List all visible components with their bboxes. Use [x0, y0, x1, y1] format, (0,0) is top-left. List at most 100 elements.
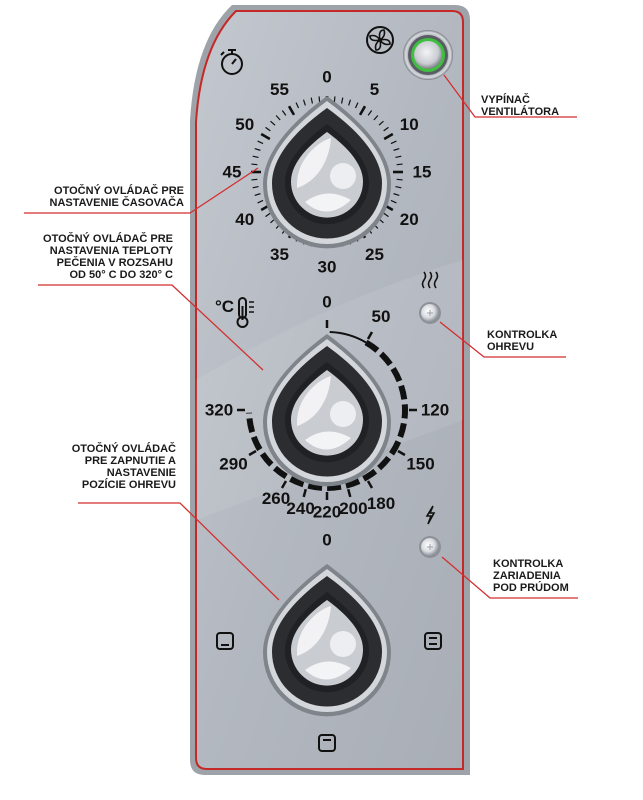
timer-tick	[390, 199, 397, 204]
temperature-knob[interactable]	[263, 334, 391, 487]
callout-line-power-lamp	[441, 556, 578, 599]
heating-lamp-label: KONTROLKA OHREVU	[487, 329, 558, 353]
timer-dial-label: 40	[235, 210, 254, 229]
callout-line-heating-lamp	[439, 321, 566, 358]
temperature-dial-label: 0	[322, 293, 331, 312]
timer-dial-label: 35	[270, 245, 289, 264]
timer-tick	[396, 178, 403, 181]
timer-tick	[252, 185, 259, 189]
timer-dial-label: 20	[400, 210, 419, 229]
timer-tick	[318, 96, 321, 103]
timer-tick	[348, 99, 352, 106]
thermometer-icon: °C	[215, 297, 254, 328]
timer-tick	[257, 140, 264, 145]
temperature-tick	[248, 449, 257, 457]
timer-tick	[383, 126, 389, 132]
fan-icon	[366, 26, 394, 54]
temperature-dial-label: 320	[205, 401, 233, 420]
timer-dial-label: 45	[223, 163, 242, 182]
top-heat-icon	[318, 734, 336, 752]
timer-dial-label: 25	[365, 245, 384, 264]
temperature-tick	[302, 488, 307, 498]
temperature-tick	[397, 449, 406, 457]
timer-tick	[367, 110, 373, 116]
callout-line-timer	[24, 167, 259, 214]
temperature-dial-label: 50	[372, 307, 391, 326]
fan-switch-label: VYPÍNAČ VENTILÁTORA	[481, 94, 560, 118]
timer-tick	[393, 193, 400, 197]
fan-switch[interactable]	[403, 30, 453, 80]
timer-tick	[393, 147, 400, 151]
callout-lines	[24, 74, 578, 601]
timer-tick	[251, 178, 258, 181]
timer-tick	[257, 199, 264, 204]
timer-tick	[275, 115, 281, 121]
mode-knob[interactable]	[263, 564, 391, 717]
temperature-dial-label: 180	[367, 494, 395, 513]
timer-tick	[396, 163, 403, 166]
timer-tick	[251, 163, 258, 166]
heat-waves-icon	[421, 271, 439, 289]
timer-tick	[295, 102, 300, 109]
timer-tick	[333, 96, 336, 103]
timer-dial-label: 10	[400, 115, 419, 134]
celsius-label: °C	[215, 297, 234, 316]
timer-tick	[373, 115, 379, 121]
timer-dial-label: 15	[413, 163, 432, 182]
timer-tick	[358, 105, 367, 116]
temperature-knob-label: OTOČNÝ OVLÁDAČ PRE NASTAVENIA TEPLOTY PE…	[43, 233, 173, 281]
timer-tick	[354, 102, 359, 109]
temperature-dial-label: 290	[219, 455, 247, 474]
timer-tick	[252, 155, 259, 159]
temperature-dial-label: 220	[313, 503, 341, 522]
timer-tick	[383, 212, 389, 218]
callout-line-mode	[78, 502, 280, 601]
lightning-icon	[425, 505, 436, 525]
bottom-heat-icon	[216, 632, 234, 650]
temperature-arc-thin	[329, 331, 367, 344]
power-lamp-label: KONTROLKA ZARIADENIA POD PRÚDOM	[493, 558, 569, 594]
timer-knob-label: OTOČNÝ OVLÁDAČ PRE NASTAVENIE ČASOVAČA	[49, 185, 184, 209]
timer-tick	[383, 132, 394, 141]
timer-tick	[281, 110, 287, 116]
timer-tick	[254, 193, 261, 197]
timer-tick	[265, 126, 271, 132]
heating-lamp	[419, 302, 441, 324]
timer-tick	[340, 97, 344, 104]
timer-tick	[310, 97, 314, 104]
temperature-arc	[246, 339, 408, 491]
timer-tick	[260, 132, 271, 141]
timer-tick	[395, 155, 402, 159]
temperature-tick	[280, 480, 288, 489]
timer-knob[interactable]	[263, 96, 391, 249]
timer-tick	[390, 140, 397, 145]
timer-tick	[270, 120, 276, 126]
temperature-tick	[366, 480, 374, 489]
timer-tick	[395, 185, 402, 189]
timer-dial-label: 30	[318, 258, 337, 277]
timer-tick	[254, 147, 261, 151]
timer-dial-label: 0	[322, 68, 331, 87]
timer-tick	[287, 105, 296, 116]
temperature-dial-label: 120	[421, 401, 449, 420]
temperature-tick	[366, 331, 374, 340]
timer-tick	[302, 99, 306, 106]
mode-knob-label: OTOČNÝ OVLÁDAČ PRE ZAPNUTIE A NASTAVENIE…	[71, 443, 176, 491]
temperature-dial-label: 150	[406, 455, 434, 474]
timer-tick	[378, 120, 384, 126]
temperature-tick	[347, 488, 352, 498]
temperature-dial-label: 200	[339, 499, 367, 518]
top-bottom-heat-icon	[424, 632, 442, 650]
timer-dial-label: 5	[370, 80, 379, 99]
stopwatch-icon	[220, 49, 243, 75]
mode-knob-dial: 0	[263, 531, 391, 717]
mode-dial-label: 0	[322, 531, 331, 550]
callout-line-temperature	[38, 284, 264, 371]
temperature-dial-label: 240	[286, 499, 314, 518]
timer-tick	[265, 212, 271, 218]
temperature-dial-label: 260	[262, 489, 290, 508]
callout-line-fan	[443, 74, 577, 118]
